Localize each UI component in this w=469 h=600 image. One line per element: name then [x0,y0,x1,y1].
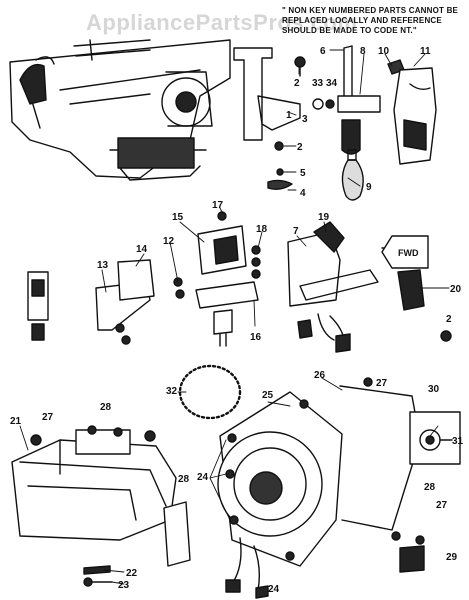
machine-body [9,39,231,181]
callout-3: 3 [302,114,308,125]
callout-24: 24 [197,472,209,483]
callout-21: 21 [10,416,22,427]
callout-2: 2 [294,78,300,89]
callout-20: 20 [450,284,462,295]
callout-28c: 28 [424,482,436,493]
callout-2c: 2 [446,314,452,325]
upper-parts [233,45,437,201]
callout-9: 9 [366,182,372,193]
switch-assembly [195,211,261,347]
leader-lines [19,49,453,585]
callout-33: 33 [312,78,324,89]
middle-left-parts [27,259,185,345]
parts-note: " NON KEY NUMBERED PARTS CANNOT BE REPLA… [282,6,459,35]
callout-12: 12 [163,236,175,247]
callout-7: 7 [293,226,299,237]
callout-11: 11 [420,46,431,57]
callout-17: 17 [212,200,224,211]
callout-25: 25 [262,390,274,401]
callout-28b: 28 [178,474,190,485]
callout-1: 1 [286,110,292,121]
callout-31: 31 [452,436,464,447]
callout-34: 34 [326,78,338,89]
callout-28: 28 [100,402,112,413]
callout-4: 4 [300,188,306,199]
callout-14: 14 [136,244,148,255]
callout-27b: 27 [376,378,388,389]
callout-22: 22 [126,568,138,579]
callout-18: 18 [256,224,268,235]
callout-27: 27 [42,412,54,423]
callout-2b: 2 [297,142,303,153]
callout-19: 19 [318,212,330,223]
watermark: AppliancePartsPros.com [86,10,358,35]
motor [217,377,425,599]
fwd-label: FWD [398,248,419,258]
callout-26: 26 [314,370,326,381]
callout-27c: 27 [436,500,448,511]
callout-16: 16 [250,332,262,343]
callout-numbers: 1 2 2 2 3 4 5 6 7 8 9 10 11 12 13 14 15 … [10,46,464,595]
callout-29: 29 [446,552,458,563]
callout-8: 8 [360,46,366,57]
bead-chain [178,364,242,420]
direction-arrow [381,235,429,269]
callout-6: 6 [320,46,326,57]
callout-15: 15 [172,212,184,223]
callout-24b: 24 [268,584,280,595]
callout-13: 13 [97,260,109,271]
callout-32: 32 [166,386,178,397]
callout-23: 23 [118,580,130,591]
motor-control [287,221,452,353]
callout-10: 10 [378,46,390,57]
callout-30: 30 [428,384,440,395]
callout-5: 5 [300,168,306,179]
lamp-inset [409,411,461,465]
lower-housing [11,425,191,587]
